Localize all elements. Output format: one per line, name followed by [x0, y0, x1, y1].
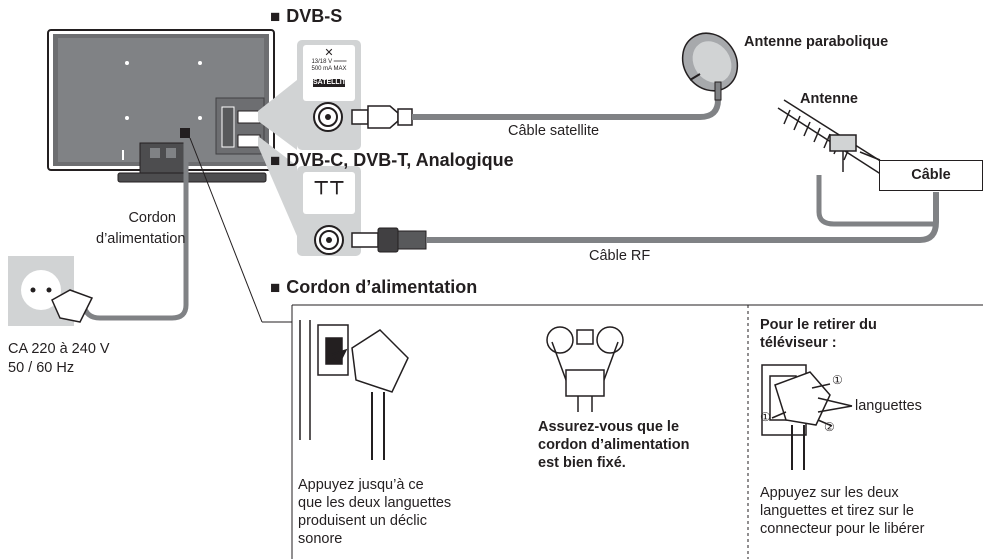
- cable-box-label: Câble: [911, 167, 951, 183]
- satellite-spec-voltage: 13/18 V ═══: [311, 59, 347, 65]
- step2-line-2: cordon d’alimentation: [538, 437, 690, 453]
- plug-insert-illustration: [299, 320, 409, 460]
- power-cord-line-2: d’alimentation: [96, 231, 186, 247]
- step2-text: Assurez-vous que le cordon d’alimentatio…: [538, 418, 689, 472]
- satellite-terminal: ✕: [297, 40, 361, 150]
- label-power-cord: Cordon d’alimentation: [96, 208, 186, 250]
- label-antenna: Antenne: [800, 91, 858, 107]
- step1-line-3: produisent un déclic: [298, 513, 427, 529]
- svg-text:✕: ✕: [324, 47, 333, 59]
- step3-marker-1a: ①: [832, 373, 843, 387]
- rf-terminal: [297, 166, 361, 256]
- satellite-terminal-name: SATELLITE: [313, 79, 351, 86]
- step3-line-1: Appuyez sur les deux: [760, 485, 899, 501]
- step3-title: Pour le retirer du téléviseur :: [760, 316, 877, 352]
- label-dish: Antenne parabolique: [744, 34, 889, 50]
- section-power: Cordon d’alimentation: [270, 277, 477, 298]
- step3-marker-2: ②: [824, 420, 835, 434]
- step3-line-2: languettes et tirez sur le: [760, 503, 914, 519]
- step2-line-3: est bien fixé.: [538, 455, 626, 471]
- step1-text: Appuyez jusqu’à ce que les deux languett…: [298, 476, 451, 548]
- step3-text: Appuyez sur les deux languettes et tirez…: [760, 484, 924, 538]
- power-cord-line-1: Cordon: [128, 210, 176, 226]
- antenna: [777, 99, 891, 181]
- satellite-cable: [351, 84, 721, 129]
- power-cord-drawing: [8, 140, 189, 326]
- step1-line-4: sonore: [298, 531, 343, 547]
- voltage-line-2: 50 / 60 Hz: [8, 360, 75, 376]
- label-satellite-cable: Câble satellite: [508, 123, 600, 139]
- step3-title-line-1: Pour le retirer du: [760, 317, 877, 333]
- step3-tabs-label: languettes: [855, 398, 922, 414]
- tv-back: [47, 29, 275, 183]
- plug-remove-illustration: [761, 364, 853, 470]
- step2-line-1: Assurez-vous que le: [538, 419, 680, 435]
- plug-fixed-illustration: [546, 326, 624, 412]
- section-dvbc: DVB-C, DVB-T, Analogique: [270, 150, 513, 171]
- voltage-line-1: CA 220 à 240 V: [8, 341, 110, 357]
- leader-line: [189, 137, 263, 323]
- cable-box: Câble: [879, 160, 983, 191]
- section-dvbs: DVB-S: [270, 6, 342, 27]
- rf-terminal-symbol: ⊤⊤: [313, 178, 345, 198]
- satellite-terminal-specs: 13/18 V ═══ 500 mA MAX: [303, 59, 355, 73]
- step1-line-2: que les deux languettes: [298, 495, 452, 511]
- voltage-spec: CA 220 à 240 V 50 / 60 Hz: [8, 340, 110, 378]
- satellite-spec-current: 500 mA MAX: [311, 66, 347, 72]
- label-rf-cable: Câble RF: [589, 248, 651, 264]
- satellite-dish: [681, 32, 739, 101]
- rf-cable: [351, 175, 939, 253]
- power-cord-box: [291, 304, 983, 559]
- step3-line-3: connecteur pour le libérer: [760, 521, 925, 537]
- step3-marker-1b: ①: [760, 410, 771, 424]
- step3-title-line-2: téléviseur :: [760, 335, 837, 351]
- step1-line-1: Appuyez jusqu’à ce: [298, 477, 424, 493]
- callout-wedge-dvbs: [258, 80, 297, 150]
